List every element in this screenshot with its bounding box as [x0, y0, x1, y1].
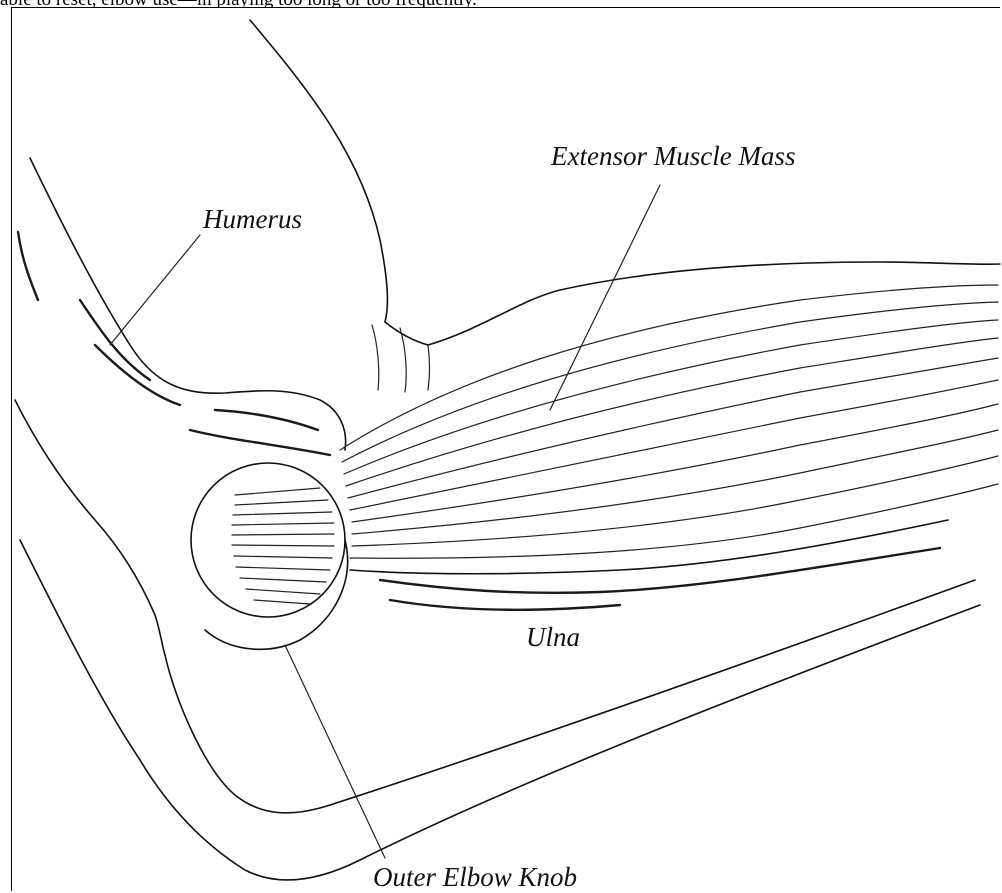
- outer-elbow-knob-label: Outer Elbow Knob: [373, 862, 577, 892]
- humerus-leader-line: [110, 235, 200, 345]
- humerus-outline: [30, 158, 346, 450]
- outer-knob-leader-line: [285, 645, 385, 858]
- humerus-label: Humerus: [202, 204, 302, 234]
- ulna-label: Ulna: [526, 622, 580, 652]
- elbow-knob-circle: [191, 463, 345, 617]
- upper-arm-outline: [250, 20, 387, 322]
- extensor-muscle-mass-label: Extensor Muscle Mass: [550, 141, 795, 171]
- extensor-leader-line: [550, 185, 660, 410]
